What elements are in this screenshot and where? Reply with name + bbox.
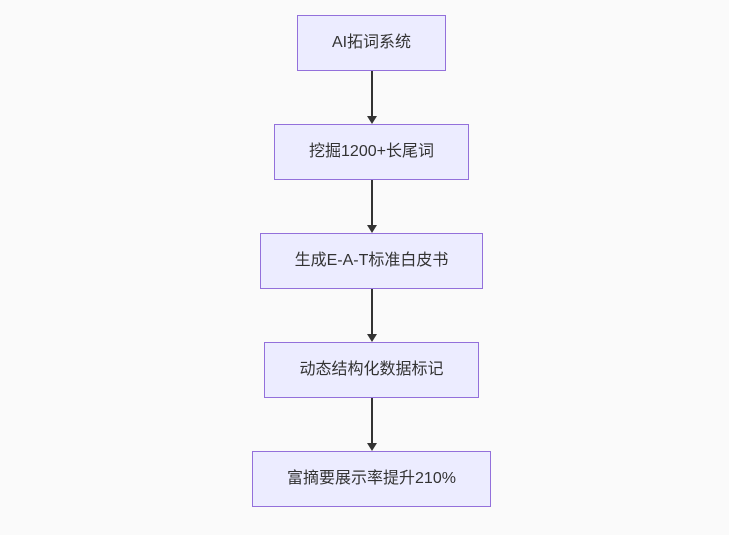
arrow-line bbox=[370, 71, 373, 116]
flow-node-label: 动态结构化数据标记 bbox=[299, 360, 444, 378]
flowchart: AI拓词系统 挖掘1200+长尾词 生成E-A-T标准白皮书 动态结构化数据标记… bbox=[7, 0, 729, 535]
arrow-line bbox=[370, 180, 373, 225]
arrow-connector bbox=[366, 180, 378, 233]
flow-node-rich-snippet-result: 富摘要展示率提升210% bbox=[252, 451, 491, 507]
arrowhead-down-icon bbox=[366, 225, 377, 233]
flow-node-eat-whitepaper: 生成E-A-T标准白皮书 bbox=[259, 233, 484, 289]
arrow-connector bbox=[366, 71, 378, 124]
arrow-line bbox=[370, 289, 373, 334]
flow-node-ai-keyword-system: AI拓词系统 bbox=[296, 15, 447, 71]
arrow-line bbox=[370, 398, 373, 443]
flow-node-label: 富摘要展示率提升210% bbox=[287, 469, 456, 487]
flow-node-label: 生成E-A-T标准白皮书 bbox=[294, 251, 449, 269]
arrowhead-down-icon bbox=[366, 334, 377, 342]
flow-node-label: 挖掘1200+长尾词 bbox=[309, 142, 434, 160]
flow-node-longtail-mining: 挖掘1200+长尾词 bbox=[274, 124, 469, 180]
arrow-connector bbox=[366, 289, 378, 342]
arrowhead-down-icon bbox=[366, 116, 377, 124]
arrow-connector bbox=[366, 398, 378, 451]
flow-node-label: AI拓词系统 bbox=[331, 33, 412, 51]
arrowhead-down-icon bbox=[366, 443, 377, 451]
flow-node-structured-data-markup: 动态结构化数据标记 bbox=[264, 342, 479, 398]
